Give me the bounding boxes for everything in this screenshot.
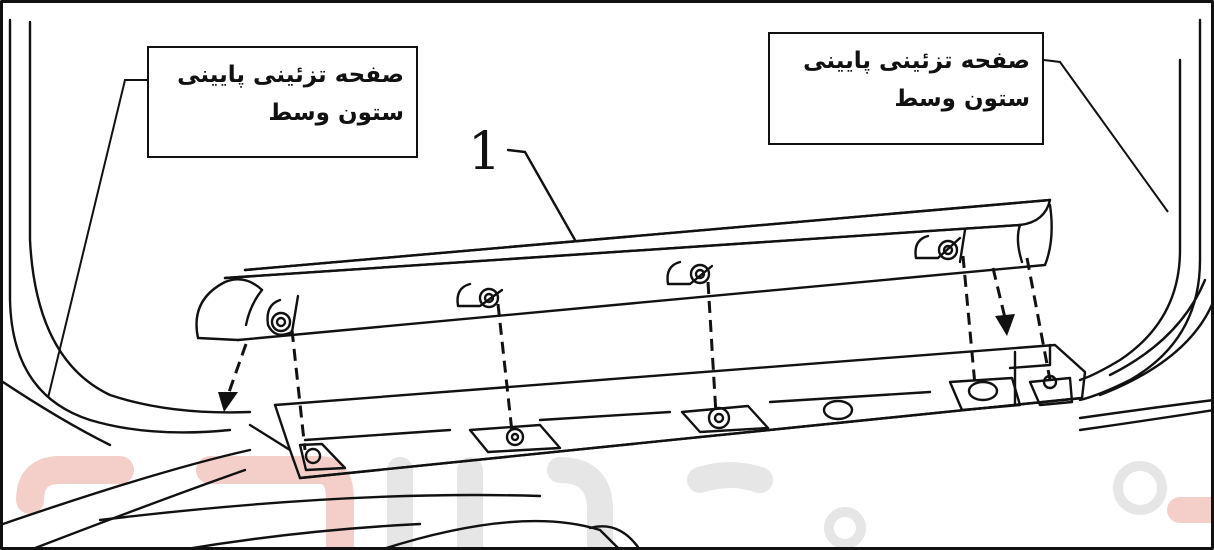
clip-3	[666, 260, 714, 286]
label-center-pillar-trim-right: صفحه تزئینی پایینی ستون وسط	[768, 32, 1044, 145]
hole-1	[298, 442, 347, 472]
label-leaders	[47, 59, 1169, 399]
label-right-line-2: ستون وسط	[894, 86, 1030, 112]
hole-4	[948, 376, 1022, 412]
hole-2	[468, 423, 562, 454]
clip-4	[914, 234, 962, 261]
label-center-pillar-trim-left: صفحه تزئینی پایینی ستون وسط	[147, 46, 418, 158]
door-opening-left-outer	[8, 18, 232, 434]
part-number-label: 1	[468, 122, 502, 182]
hole-3	[680, 404, 770, 434]
label-right-line-1: صفحه تزئینی پایینی	[803, 48, 1030, 74]
label-left-line-2: ستون وسط	[268, 100, 404, 126]
clip-1	[266, 294, 300, 336]
label-left-line-1: صفحه تزئینی پایینی	[177, 62, 404, 88]
alignment-dashes	[226, 255, 1052, 451]
arrowheads	[218, 314, 1015, 412]
part-1-leader	[506, 148, 577, 242]
clip-2	[456, 282, 504, 309]
